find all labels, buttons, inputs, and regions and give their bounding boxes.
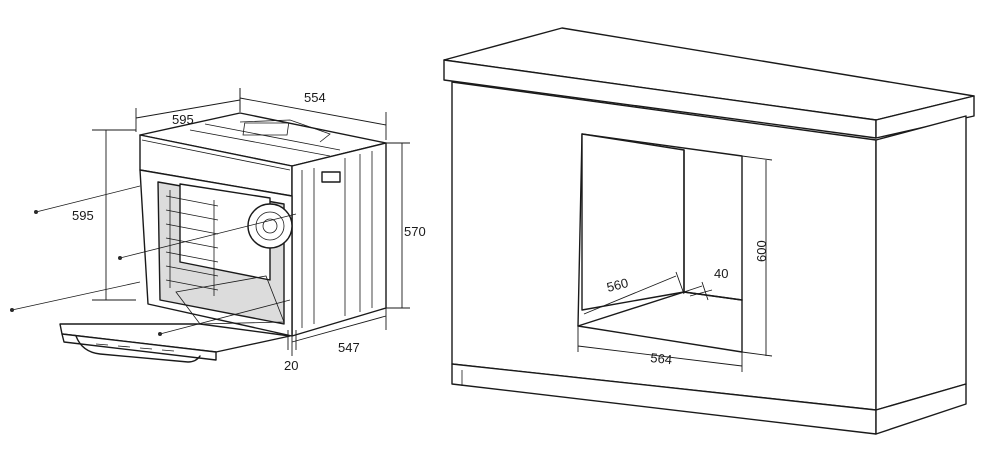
label-554: 554 [304,90,326,105]
cabinet-drawing: 560 40 600 564 [443,27,975,435]
oven-fan-hub [262,218,278,234]
oven-side-ribs [301,151,373,328]
oven-top-vent [189,119,341,157]
dim-line-40 [683,281,713,301]
oven-fan-guard [247,203,293,249]
leader-line-4 [159,299,291,335]
dim-line-547 [291,308,387,356]
label-40: 40 [714,266,728,281]
cabinet-plinth-side [875,383,967,435]
dim-line-600 [741,155,773,357]
leader-dot-1 [34,210,38,214]
dim-line-564 [577,326,743,372]
label-564: 564 [650,350,673,367]
label-570: 570 [404,224,426,239]
label-20: 20 [284,358,298,373]
oven-rack-sides [169,190,215,296]
oven-top-handle [242,122,290,136]
cutout-left-wall [581,133,685,311]
oven-floor [175,275,285,325]
dim-line-20 [287,330,297,350]
oven-door-edge [61,333,217,361]
label-547: 547 [338,340,360,355]
label-560: 560 [605,275,630,295]
oven-rack-rails [165,195,219,291]
label-595-width: 595 [172,112,194,127]
oven-door [59,323,291,353]
cabinet-countertop-side [875,95,975,139]
oven-door-vents [95,343,175,352]
dim-line-570 [386,142,410,309]
dim-line-595-height [92,129,136,301]
leader-dot-3 [10,308,14,312]
oven-panel-line [141,139,291,171]
cabinet-side [875,115,967,411]
leader-line-3 [11,281,141,311]
oven-drawing: 595 554 595 570 547 20 [10,88,426,373]
dim-line-554 [239,88,387,140]
oven-door-handle [75,335,201,363]
leader-line-2 [119,213,297,259]
label-600: 600 [754,240,769,262]
oven-side-slot [321,171,341,183]
leader-dot-2 [118,256,122,260]
label-595-height: 595 [72,208,94,223]
dim-line-560 [583,271,685,315]
leader-line-1 [35,185,141,213]
leader-dot-4 [158,332,162,336]
oven-fan-inner [255,211,285,241]
